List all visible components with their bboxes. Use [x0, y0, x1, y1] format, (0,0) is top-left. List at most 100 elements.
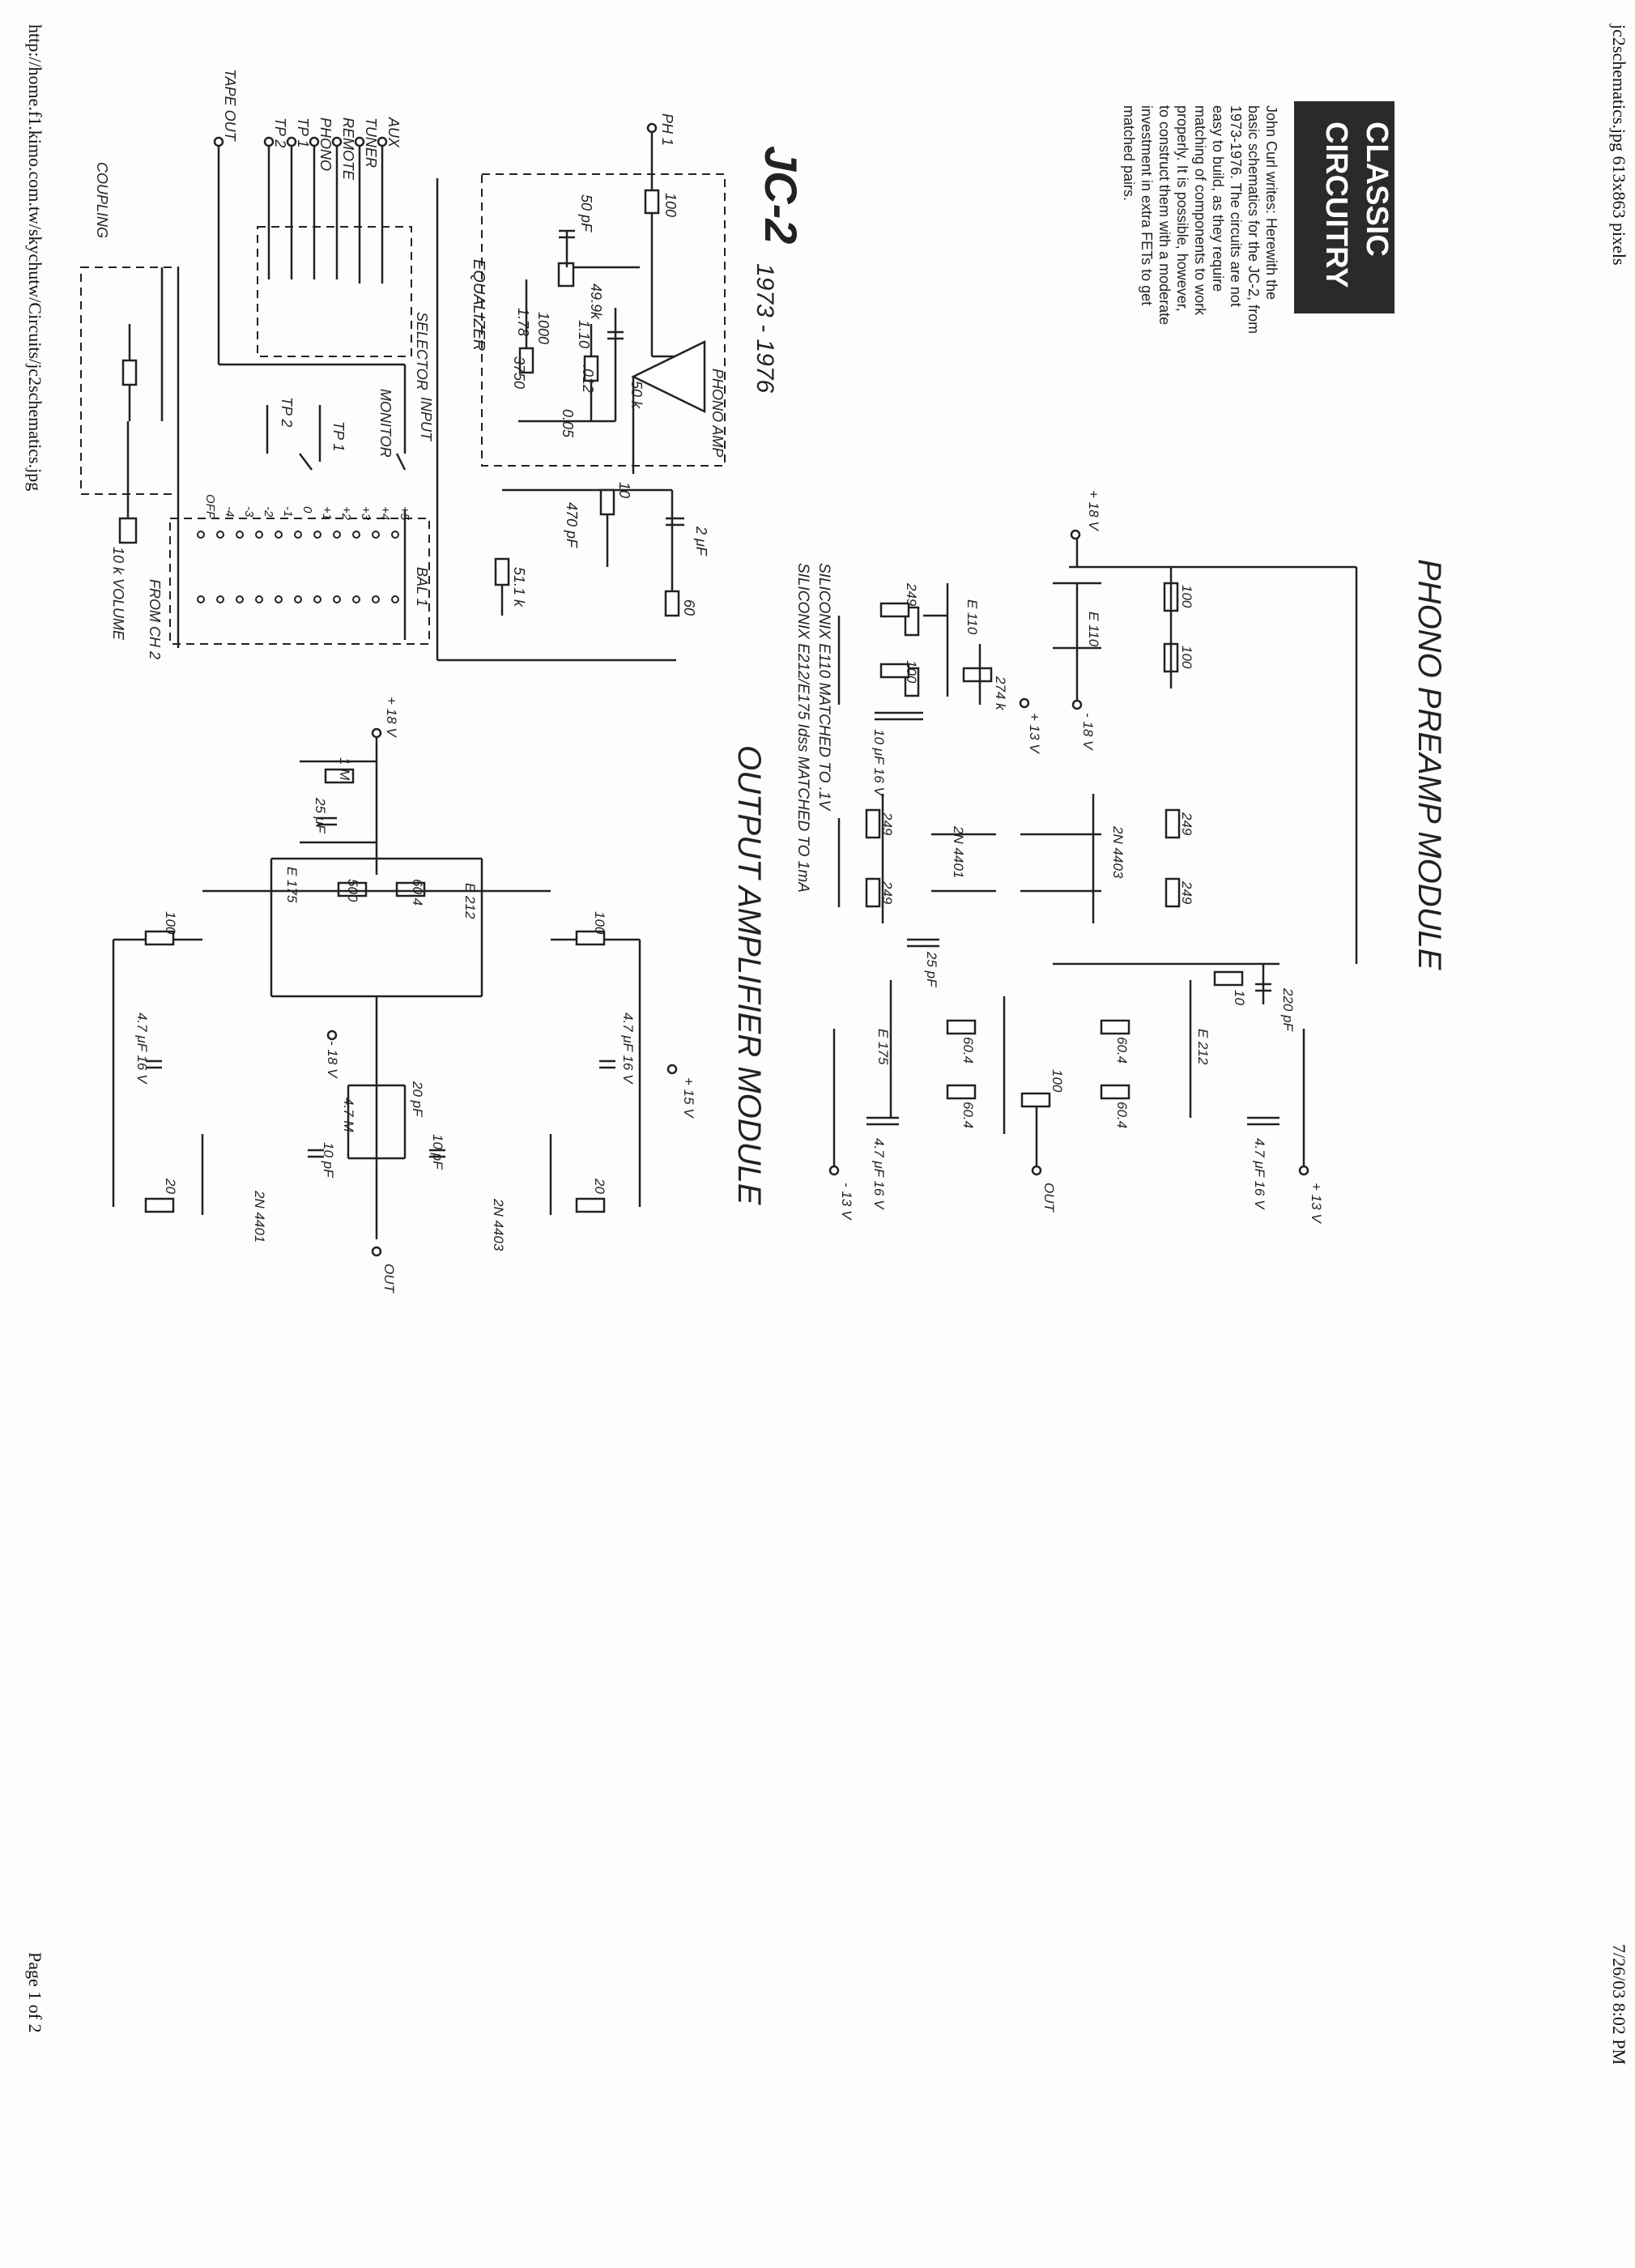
selector-labels: AUX TUNER REMOTE PHONO TP 1 TP 2 TAPE OU… [94, 69, 434, 659]
bal-position: -1 [281, 506, 295, 517]
blurb-line: easy to build, as they require [1210, 105, 1226, 292]
output-label-cap1: 25 μF [313, 797, 328, 834]
label-cap-d: 470 pF [564, 502, 580, 548]
label-vneg: - 13 V [839, 1183, 854, 1221]
bal-position: OFF [203, 494, 217, 519]
label-r5: 274 k [993, 676, 1008, 711]
volume-label: 10 k VOLUME [110, 547, 126, 641]
selector-switch-box [257, 226, 412, 357]
logo-line1: CLASSIC [1360, 122, 1394, 257]
output-label-q2: E 212 [462, 883, 478, 919]
output-label-cap2: 4.7 μF 16 V [134, 1013, 150, 1085]
blurb-line: 1973-1976. The circuits are not [1228, 105, 1244, 307]
input-label-aux: AUX [385, 117, 402, 148]
label-q1: 2N 4401 [951, 825, 966, 878]
bal-position: +5 [398, 506, 411, 521]
from-ch2-label: FROM CH 2 [147, 579, 163, 659]
tp1-switch-label: TP 1 [330, 421, 347, 451]
bal-position: +2 [339, 506, 353, 521]
balance-pot-box [169, 518, 430, 645]
balance-positions [197, 531, 399, 603]
print-timestamp: 7/26/03 8:02 PM [1609, 1944, 1629, 2065]
input-label-tuner: TUNER [363, 117, 379, 168]
preamp-supply-in: + 18 V [1086, 490, 1101, 531]
bal-position: -4 [223, 506, 236, 517]
print-page-number: Page 1 of 2 [25, 1952, 45, 2033]
label-r-out: 60 [681, 599, 697, 616]
output-label-r3: 100 [163, 911, 178, 935]
label-q2: 2N 4403 [1110, 825, 1126, 879]
blurb-line: investment in extra FETs to get [1139, 105, 1155, 305]
output-label-cap4: 20 pF [410, 1081, 425, 1118]
blurb-line: basic schematics for the JC-2, from [1245, 105, 1262, 334]
label-r12: 60.4 [960, 1102, 976, 1128]
equalizer-box [481, 173, 726, 467]
phono-amp-opamp [631, 339, 706, 414]
label-r-b: 1.78 [515, 308, 531, 336]
blurb-line: matched pairs. [1121, 105, 1137, 201]
output-label-r7: 20 [592, 1178, 607, 1194]
output-label-r1: 1 M [337, 757, 352, 781]
coupling-label: COUPLING [94, 162, 110, 238]
selector-wiring [169, 136, 439, 660]
preamp-module-title: PHONO PREAMP MODULE [1411, 559, 1447, 971]
label-v1: + 13 V [1027, 713, 1042, 754]
label-cap5: 4.7 μF 16 V [1252, 1138, 1267, 1210]
blurb-line: John Curl writes: Herewith the [1263, 105, 1279, 300]
label-vpos: + 13 V [1309, 1183, 1324, 1224]
bal-position: -3 [242, 506, 256, 518]
label-out: OUT [1041, 1183, 1057, 1213]
output-label-vneg: - 18 V [325, 1041, 340, 1079]
output-label-cap3: 4.7 μF 16 V [620, 1013, 636, 1085]
volume-section [80, 266, 180, 648]
label-jfet2: E 110 [964, 599, 980, 635]
label-r15: 100 [1050, 1069, 1065, 1093]
blurb-line: matching of components to work [1192, 105, 1208, 316]
phono-amp-label: PHONO AMP [709, 369, 726, 457]
label-cap2: 25 pF [924, 951, 939, 988]
input-label-tp2: TP 2 [272, 117, 288, 147]
label-r-c: 3750 [511, 356, 527, 389]
print-url: http://home.f1.kimo.com.tw/skychutw/Circ… [25, 24, 45, 491]
logo-line2: CIRCUITRY [1319, 122, 1353, 288]
label-r8: 249 [1179, 812, 1194, 836]
label-r3: 249 [904, 582, 919, 607]
label-r-a: 49.9k [588, 284, 604, 320]
phono-equalizer-stage [437, 122, 726, 662]
input-label-phono: PHONO [317, 117, 334, 171]
label-r-g: 51.1 k [511, 567, 527, 608]
output-label-q4: 2N 4403 [491, 1198, 506, 1251]
preamp-labels: + 18 V 100 100 E 110 249 E 110 100 274 k… [839, 490, 1324, 1224]
magazine-logo: CLASSIC CIRCUITRY [1294, 101, 1394, 313]
label-r9: 249 [1179, 880, 1194, 905]
label-r6: 249 [879, 812, 895, 836]
output-label-q3: 2N 4401 [252, 1190, 267, 1243]
titles: JC-2 1973 - 1976 PHONO PREAMP MODULE OUT… [731, 146, 1447, 1206]
label-r-e: 50 k [628, 381, 645, 409]
output-label-cap5: 10 pF [321, 1142, 336, 1179]
input-switch-label: INPUT [418, 397, 434, 442]
bal-position: +3 [359, 506, 373, 521]
bal-label: BAL 1 [414, 567, 430, 607]
label-cap-a: 1000 [535, 312, 551, 344]
label-cap3: 220 pF [1280, 987, 1296, 1033]
output-label-r5: 4.7 M [341, 1098, 356, 1132]
label-r10: 10 [1232, 990, 1247, 1005]
input-label-remote: REMOTE [340, 117, 356, 181]
output-label-r2: 60.4 [410, 879, 425, 906]
output-labels: + 18 V 1 M 25 μF E 175 E 212 500 60.4 10… [134, 697, 696, 1294]
print-header: jc2schematics.jpg 613x863 pixels 7/26/03… [25, 23, 1629, 2065]
output-label-vpos: + 15 V [681, 1077, 696, 1119]
output-label-cap6: 10 pF [430, 1134, 445, 1170]
label-cap4: 4.7 μF 16 V [871, 1138, 887, 1210]
label-r7: 249 [879, 880, 895, 905]
label-r13: 60.4 [1114, 1037, 1130, 1064]
matching-note-1: SILICONIX E110 MATCHED TO .1V [815, 563, 832, 812]
page-title: jc2schematics.jpg 613x863 pixels [1609, 23, 1629, 266]
output-label-out: OUT [381, 1264, 397, 1294]
jc2-years: 1973 - 1976 [752, 263, 778, 393]
label-r4: 100 [904, 660, 919, 684]
label-r-d: 1.10 [576, 320, 592, 348]
label-q4: E 212 [1195, 1029, 1211, 1065]
